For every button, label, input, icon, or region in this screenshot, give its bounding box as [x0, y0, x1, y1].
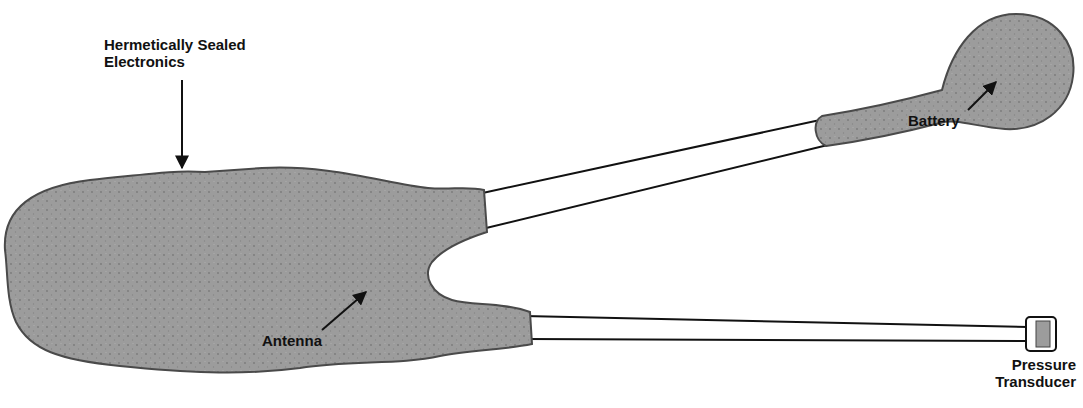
- leader-arrow: [181, 80, 183, 168]
- pressure-transducer: [1026, 317, 1056, 351]
- part-label: Battery: [908, 112, 960, 129]
- part-label: Pressure Transducer: [978, 356, 1076, 391]
- electronics-housing: [5, 167, 532, 372]
- battery-body: [816, 14, 1074, 146]
- leader-arrow: [968, 82, 996, 110]
- battery-lead: [478, 117, 836, 229]
- transducer-lead: [524, 316, 1028, 341]
- part-label: Antenna: [262, 332, 322, 349]
- part-label: Hermetically Sealed Electronics: [104, 36, 264, 71]
- leader-arrow: [322, 292, 366, 330]
